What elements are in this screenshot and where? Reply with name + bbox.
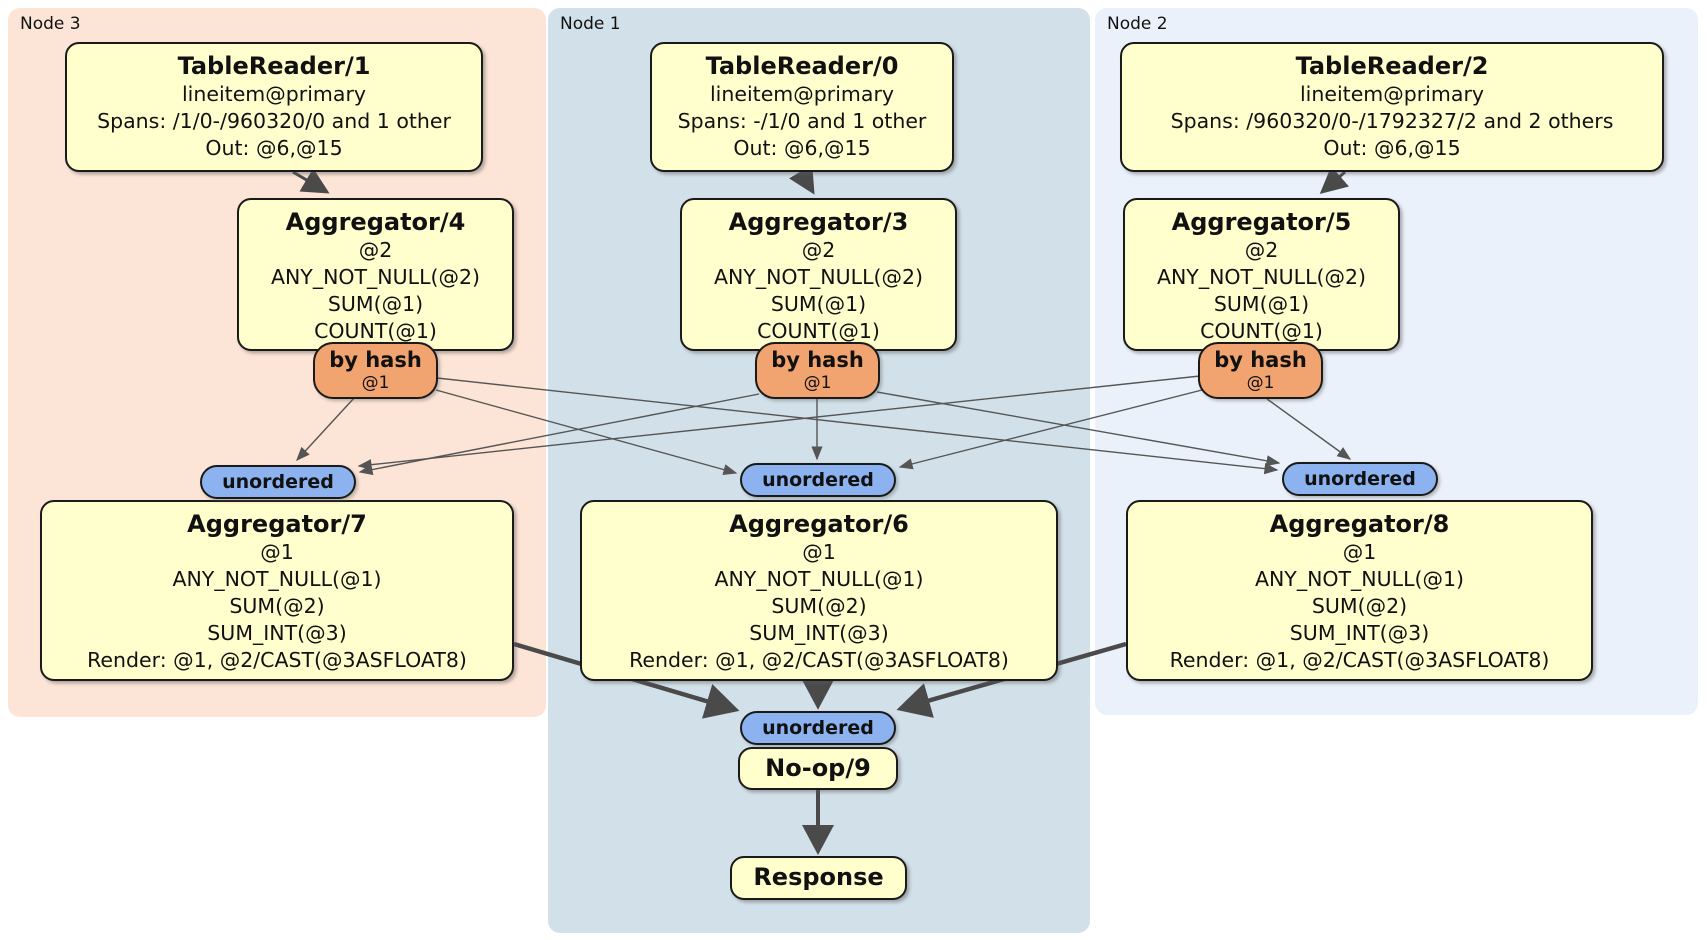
processor-detail: Out: @6,@15 — [733, 136, 871, 160]
processor-title: TableReader/2 — [1295, 52, 1489, 80]
processor-detail: Out: @6,@15 — [1323, 136, 1461, 160]
sync-unordered-node-3: unordered — [200, 465, 356, 499]
processor-tablereader-2: TableReader/2 lineitem@primary Spans: /9… — [1120, 42, 1664, 172]
processor-aggregator-7: Aggregator/7 @1 ANY_NOT_NULL(@1) SUM(@2)… — [40, 500, 514, 681]
processor-detail: ANY_NOT_NULL(@1) — [714, 567, 924, 591]
edge-tr2-agg5 — [1319, 166, 1349, 194]
processor-detail: Render: @1, @2/CAST(@3ASFLOAT8) — [629, 648, 1009, 672]
processor-detail: ANY_NOT_NULL(@2) — [713, 265, 924, 289]
edge-hash2-sync2 — [1266, 398, 1352, 460]
processor-aggregator-3: Aggregator/3 @2 ANY_NOT_NULL(@2) SUM(@1)… — [680, 198, 957, 351]
sync-unordered-node-2: unordered — [1282, 462, 1438, 496]
hash-router-label: by hash — [771, 348, 864, 372]
processor-detail: SUM(@2) — [1311, 594, 1408, 618]
edge-hash3-sync1 — [435, 389, 738, 476]
processor-detail: Spans: -/1/0 and 1 other — [677, 109, 927, 133]
processor-detail: @2 — [358, 238, 393, 262]
hash-router-detail: @1 — [803, 373, 832, 393]
response-box: Response — [730, 856, 907, 900]
processor-detail: Render: @1, @2/CAST(@3ASFLOAT8) — [1169, 648, 1550, 672]
sync-unordered-node-1: unordered — [740, 463, 896, 497]
processor-title: Aggregator/7 — [187, 510, 367, 538]
processor-noop-9: No-op/9 — [738, 747, 898, 790]
processor-detail: SUM_INT(@3) — [207, 621, 347, 645]
processor-detail: @1 — [802, 540, 836, 564]
processor-title: Aggregator/5 — [1171, 208, 1352, 236]
processor-title: Aggregator/6 — [729, 510, 909, 538]
hash-router-node-3: by hash @1 — [313, 342, 438, 399]
edge-hash3-sync3 — [296, 396, 356, 462]
processor-detail: COUNT(@1) — [757, 319, 880, 343]
processor-detail: SUM(@2) — [771, 594, 867, 618]
processor-detail: ANY_NOT_NULL(@1) — [172, 567, 382, 591]
processor-detail: Out: @6,@15 — [205, 136, 343, 160]
processor-detail: COUNT(@1) — [314, 319, 437, 343]
edge-tr1-agg4 — [292, 168, 330, 194]
processor-detail: @2 — [801, 238, 836, 262]
hash-router-detail: @1 — [361, 373, 390, 393]
processor-detail: ANY_NOT_NULL(@1) — [1254, 567, 1465, 591]
hash-router-detail: @1 — [1246, 373, 1275, 393]
sync-unordered-final: unordered — [740, 711, 896, 745]
processor-title: Aggregator/8 — [1269, 510, 1450, 538]
processor-tablereader-0: TableReader/0 lineitem@primary Spans: -/… — [650, 42, 954, 172]
hash-router-label: by hash — [329, 348, 422, 372]
processor-detail: @2 — [1244, 238, 1279, 262]
edge-hash3-sync2 — [436, 377, 1279, 475]
processor-detail: lineitem@primary — [1299, 82, 1485, 106]
processor-detail: ANY_NOT_NULL(@2) — [270, 265, 481, 289]
processor-detail: Spans: /960320/0-/1792327/2 and 2 others — [1170, 109, 1614, 133]
processor-detail: lineitem@primary — [709, 82, 895, 106]
processor-detail: Render: @1, @2/CAST(@3ASFLOAT8) — [87, 648, 467, 672]
processor-detail: SUM_INT(@3) — [1289, 621, 1430, 645]
processor-aggregator-6: Aggregator/6 @1 ANY_NOT_NULL(@1) SUM(@2)… — [580, 500, 1058, 681]
edge-hash2-sync1 — [898, 389, 1203, 470]
edge-hash2-sync3 — [357, 375, 1201, 471]
processor-detail: SUM_INT(@3) — [749, 621, 889, 645]
edge-hash1-sync2 — [876, 391, 1281, 467]
hash-router-label: by hash — [1214, 348, 1307, 372]
processor-detail: Spans: /1/0-/960320/0 and 1 other — [97, 109, 451, 133]
processor-detail: ANY_NOT_NULL(@2) — [1156, 265, 1367, 289]
region-label-node-1: Node 1 — [560, 14, 621, 34]
region-label-node-3: Node 3 — [20, 14, 81, 34]
edge-tr0-agg3 — [789, 164, 815, 195]
processor-detail: SUM(@1) — [770, 292, 867, 316]
processor-aggregator-5: Aggregator/5 @2 ANY_NOT_NULL(@2) SUM(@1)… — [1123, 198, 1400, 351]
processor-detail: @1 — [260, 540, 294, 564]
region-label-node-2: Node 2 — [1107, 14, 1168, 34]
processor-aggregator-8: Aggregator/8 @1 ANY_NOT_NULL(@1) SUM(@2)… — [1126, 500, 1593, 681]
processor-detail: SUM(@1) — [1213, 292, 1310, 316]
processor-detail: COUNT(@1) — [1200, 319, 1323, 343]
hash-router-node-2: by hash @1 — [1198, 342, 1323, 399]
processor-detail: SUM(@1) — [327, 292, 424, 316]
processor-detail: SUM(@2) — [229, 594, 325, 618]
processor-tablereader-1: TableReader/1 lineitem@primary Spans: /1… — [65, 42, 483, 172]
processor-title: Aggregator/4 — [285, 208, 466, 236]
processor-title: TableReader/1 — [177, 52, 371, 80]
processor-title: Aggregator/3 — [728, 208, 909, 236]
processor-detail: lineitem@primary — [181, 82, 367, 106]
processor-detail: @1 — [1342, 540, 1377, 564]
processor-aggregator-4: Aggregator/4 @2 ANY_NOT_NULL(@2) SUM(@1)… — [237, 198, 514, 351]
processor-title: TableReader/0 — [705, 52, 899, 80]
hash-router-node-1: by hash @1 — [755, 342, 880, 399]
edge-hash1-sync3 — [358, 393, 760, 476]
